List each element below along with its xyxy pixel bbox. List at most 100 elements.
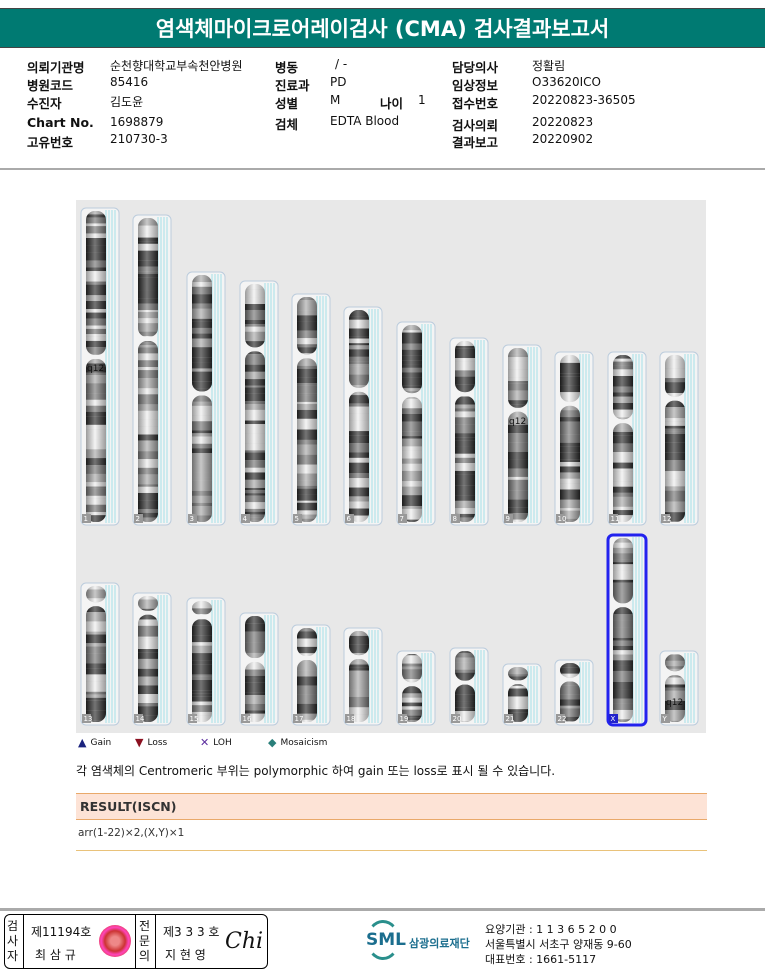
footer-line: 요양기관 : 1 1 3 6 5 2 0 0 (485, 923, 617, 936)
field-value: / - (335, 57, 348, 71)
field-label: 임상정보 (452, 78, 499, 93)
chromosome-15[interactable]: 15 (186, 597, 226, 731)
band-label: q12 (509, 417, 526, 427)
chromosome-7[interactable]: 7 (396, 321, 436, 533)
chromosome-label: 11 (611, 515, 620, 523)
karyogram-panel: 1 q12 2 3 4 5 6 7 8 9 q12 10 11 12 13 14 15 16 17 18 19 20 21 2… (76, 200, 706, 733)
chromosome-4[interactable]: 4 (239, 280, 279, 529)
chromosome-label: 8 (453, 515, 457, 523)
chromosome-label: 16 (243, 715, 252, 723)
chromosome-label: Y (662, 715, 668, 723)
field-label: 고유번호 (27, 135, 74, 150)
chromosome-label: 20 (453, 715, 462, 723)
chromosome-19[interactable]: 19 (396, 650, 436, 731)
field-label: 나이 (380, 96, 404, 111)
chromosome-label: 9 (506, 515, 510, 523)
field-value: 김도윤 (110, 95, 144, 109)
field-label: 병원코드 (27, 78, 74, 93)
field-value: 20220823 (532, 115, 594, 129)
chromosome-label: 6 (347, 515, 352, 523)
chromosome-18[interactable]: 18 (343, 627, 383, 727)
legend-label: LOH (213, 737, 232, 748)
chromosome-9[interactable]: 9 q12 (502, 344, 542, 526)
chromosome-label: 1 (84, 515, 88, 523)
chromosome-label: 13 (84, 715, 93, 723)
field-label: 병동 (275, 60, 299, 75)
chromosome-21[interactable]: 21 (502, 663, 542, 733)
field-value: 20220823-36505 (532, 93, 636, 107)
chromosome-17[interactable]: 17 (291, 624, 331, 729)
field-label: 성별 (275, 96, 299, 111)
legend-item-mosaicism: ◆Mosaicism (268, 736, 327, 749)
chromosome-5[interactable]: 5 (291, 293, 331, 526)
reviewer-name: 지 현 영 (165, 948, 206, 962)
field-label: 수진자 (27, 96, 62, 111)
footer-line: 대표번호 : 1661-5117 (485, 953, 597, 966)
chromosome-12[interactable]: 12 (659, 351, 699, 528)
chromosome-label: 12 (663, 515, 672, 523)
chromosome-label: 5 (295, 515, 299, 523)
field-label: 진료과 (275, 78, 310, 93)
chromosome-label: 4 (243, 515, 248, 523)
band-label: q12 (87, 364, 104, 374)
logo: SML (366, 930, 406, 950)
seal-stamp (99, 925, 131, 957)
chromosome-label: 18 (347, 715, 356, 723)
chromosome-label: 2 (136, 515, 140, 523)
chromosome-13[interactable]: 13 (80, 582, 120, 726)
field-value: O33620ICO (532, 75, 601, 89)
chromosome-label: 19 (400, 715, 409, 723)
tester-name: 최 삼 규 (35, 948, 76, 962)
legend-label: Mosaicism (280, 737, 328, 748)
chromosome-2[interactable]: 2 (132, 214, 172, 528)
reviewer-label: 전문의 (139, 919, 151, 963)
divider (76, 850, 707, 851)
footer-line: 서울특별시 서초구 양재동 9-60 (485, 938, 632, 951)
chromosome-16[interactable]: 16 (239, 612, 279, 731)
chromosome-22[interactable]: 22 (554, 659, 594, 731)
chromosome-label: 7 (400, 515, 404, 523)
chromosome-label: 14 (136, 715, 145, 723)
divider (0, 908, 765, 911)
field-value: 210730-3 (110, 132, 168, 146)
divider (0, 168, 765, 170)
field-label: Chart No. (27, 115, 94, 130)
field-value: EDTA Blood (330, 114, 400, 128)
chromosome-6[interactable]: 6 (343, 306, 383, 534)
chromosome-label: 15 (190, 715, 199, 723)
chromosome-10[interactable]: 10 (554, 351, 594, 529)
logo-ring (366, 920, 400, 960)
field-value: 1698879 (110, 115, 164, 129)
band-label: q12 (666, 698, 683, 708)
karyogram: 1 q12 2 3 4 5 6 7 8 9 q12 10 11 12 13 14 15 16 17 18 19 20 21 2… (80, 207, 699, 733)
reviewer-no: 제3 3 3 호 (163, 925, 220, 939)
chromosome-label: 10 (558, 515, 567, 523)
field-value: M (330, 93, 341, 107)
field-value: 순천향대학교부속천안병원 (110, 59, 243, 73)
chromosome-X[interactable]: X (606, 533, 648, 729)
tester-no: 제11194호 (31, 925, 92, 939)
field-label: 검사의뢰 (452, 118, 499, 133)
field-value: 85416 (110, 75, 149, 89)
chromosome-label: X (611, 715, 616, 723)
field-label: 의뢰기관명 (27, 60, 85, 75)
chromosome-1[interactable]: 1 q12 (80, 207, 120, 526)
result-header: RESULT(ISCN) (76, 793, 707, 820)
legend-loh-icon: ✕ (200, 736, 210, 749)
chromosome-14[interactable]: 14 (132, 592, 172, 726)
chromosome-8[interactable]: 8 (449, 337, 489, 533)
report-title: 염색체마이크로어레이검사 (CMA) 검사결과보고서 (0, 8, 765, 48)
chromosome-3[interactable]: 3 (186, 271, 226, 530)
field-value: PD (330, 75, 347, 89)
chromosome-11[interactable]: 11 (607, 351, 647, 526)
centromere-note: 각 염색체의 Centromeric 부위는 polymorphic 하여 ga… (76, 764, 556, 778)
org-name: 삼광의료재단 (409, 937, 470, 950)
chromosome-20[interactable]: 20 (449, 647, 489, 732)
chromosome-label: 21 (506, 715, 515, 723)
field-label: 결과보고 (452, 135, 499, 150)
chromosome-label: 17 (295, 715, 304, 723)
field-label: 검체 (275, 117, 299, 132)
chromosome-label: 22 (558, 715, 567, 723)
field-value: 정활림 (532, 59, 566, 73)
